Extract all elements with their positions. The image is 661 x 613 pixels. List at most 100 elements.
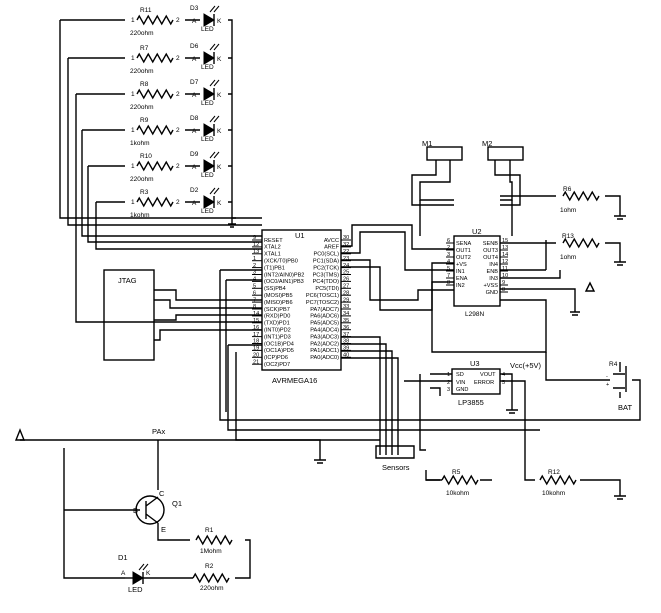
mcu-pin-num: 35: [343, 318, 349, 324]
driver-pin-num: 2: [447, 245, 450, 251]
pin-1-label: 1: [131, 199, 135, 206]
mcu-pin-num: 40: [343, 353, 349, 359]
pin-2-label: 2: [176, 199, 180, 206]
mcu-pin-num: 38: [343, 339, 349, 345]
motor-m2-label: M2: [482, 139, 492, 148]
d1-ref: D1: [118, 553, 128, 562]
resistor-ref: R11: [140, 7, 152, 14]
led-value: LED: [201, 136, 214, 143]
led-ref: D7: [190, 79, 199, 86]
mcu-pin-name: (XCK/T0)PB0: [264, 259, 298, 265]
resistor-value: 1kohm: [130, 212, 150, 219]
mcu-pin-name: PC5(TDI): [315, 286, 339, 292]
mcu-pin-name: (MISO)PB6: [264, 300, 293, 306]
pin-1-label: 1: [131, 17, 135, 24]
r2-resistor: [192, 572, 230, 584]
r5-zigzag: [441, 474, 479, 486]
d1-value: LED: [128, 585, 143, 594]
driver-pin-name: ENA: [456, 276, 468, 282]
mcu-pin-num: 15: [253, 318, 259, 324]
mcu-pin-num: 7: [253, 297, 256, 303]
mcu-pin-name: (INT0)PD2: [264, 328, 291, 334]
r6-resistor: [562, 190, 600, 202]
r13-resistor: [562, 237, 600, 249]
driver-right-pins: 15SENB13OUT314OUT412IN411ENB10IN39+VSS8G…: [483, 238, 508, 296]
mcu-name: AVRMEGA16: [272, 376, 317, 385]
driver-pin-num: 6: [447, 238, 450, 244]
mcu-pin-name: PC2(TCK): [313, 265, 339, 271]
mcu-pin-name: PA5(ADC5): [310, 321, 339, 327]
r13-value: 1ohm: [560, 254, 576, 261]
mcu-pin-name: XTAL2: [264, 245, 281, 251]
anode-label: A: [192, 200, 197, 207]
led-bank-wiring: [59, 19, 262, 323]
mcu-pin-num: 37: [343, 332, 349, 338]
resistor-value: 220ohm: [130, 30, 154, 37]
mcu-pin-num: 36: [343, 325, 349, 331]
driver-pin-name: OUT4: [483, 255, 498, 261]
jtag-header: [103, 269, 155, 361]
regulator-ref: U3: [470, 359, 480, 368]
driver-pin-num: 12: [502, 259, 508, 265]
motor-m2: M2: [482, 139, 524, 206]
mcu-pin-name: (TXD)PD1: [264, 321, 290, 327]
r12-resistor: [539, 474, 577, 486]
mcu-pin-num: 12: [253, 242, 259, 248]
mcu-pin-name: (OC1A)PD5: [264, 348, 294, 354]
q1-ref: Q1: [172, 499, 182, 508]
reg-pin-error: ERROR: [474, 380, 494, 386]
reg-pin-sd: SD: [456, 372, 464, 378]
cathode-label: K: [217, 200, 222, 207]
resistor-ref: R8: [140, 81, 149, 88]
pin-1-label: 1: [131, 127, 135, 134]
mcu-pin-name: PC7(TOSC2): [306, 300, 339, 306]
mcu-pin-num: 1: [253, 256, 256, 262]
mcu-pin-num: 21: [253, 359, 259, 365]
mcu-pin-name: AREF: [324, 245, 340, 251]
r5-value: 10kohm: [446, 490, 469, 497]
led-value: LED: [201, 26, 214, 33]
pin-1-label: 1: [131, 163, 135, 170]
mcu-pin-num: 9: [253, 235, 256, 241]
resistor-zigzag: [136, 196, 174, 208]
led-diode: [203, 13, 215, 27]
r13-zigzag: [562, 237, 600, 249]
driver-pin-name: IN4: [489, 262, 498, 268]
driver-pin-num: 8: [447, 280, 450, 286]
mcu-pin-name: AVCC: [324, 238, 339, 244]
reg-pin-4: 4: [502, 372, 505, 378]
pin-2-label: 2: [176, 163, 180, 170]
mcu-pin-num: 28: [343, 290, 349, 296]
r5-resistor: [441, 474, 479, 486]
driver-pin-num: 13: [502, 245, 508, 251]
led-diode-rays: [209, 151, 220, 159]
sensors-label: Sensors: [382, 463, 410, 472]
mcu-pin-num: 24: [343, 263, 349, 269]
mcu-pin-num: 5: [253, 284, 256, 290]
transistor-q1: [135, 495, 165, 525]
led-diode-rays: [209, 5, 220, 13]
mcu-pin-num: 3: [253, 270, 256, 276]
led-diode-rays: [209, 115, 220, 123]
mcu-pin-name: (ICP)PD6: [264, 355, 288, 361]
resistor-value: 220ohm: [130, 68, 154, 75]
mcu-pin-name: PA0(ADC0): [310, 355, 339, 361]
reg-pin-vin: VIN: [456, 380, 465, 386]
driver-pin-name: SENB: [483, 241, 499, 247]
mcu-ref: U1: [295, 231, 305, 240]
pin-1-label: 1: [131, 91, 135, 98]
r6-zigzag: [562, 190, 600, 202]
mcu-pin-name: PA2(ADC2): [310, 341, 339, 347]
driver-pin-name: IN2: [456, 283, 465, 289]
mcu-pin-num: 25: [343, 270, 349, 276]
anode-label: A: [192, 56, 197, 63]
vcc-label: Vcc(+5V): [510, 361, 542, 370]
pin-1-label: 1: [131, 55, 135, 62]
sensors-connector: [375, 445, 415, 459]
mcu-pin-name: PA4(ADC4): [310, 328, 339, 334]
r2-zigzag: [192, 572, 230, 584]
